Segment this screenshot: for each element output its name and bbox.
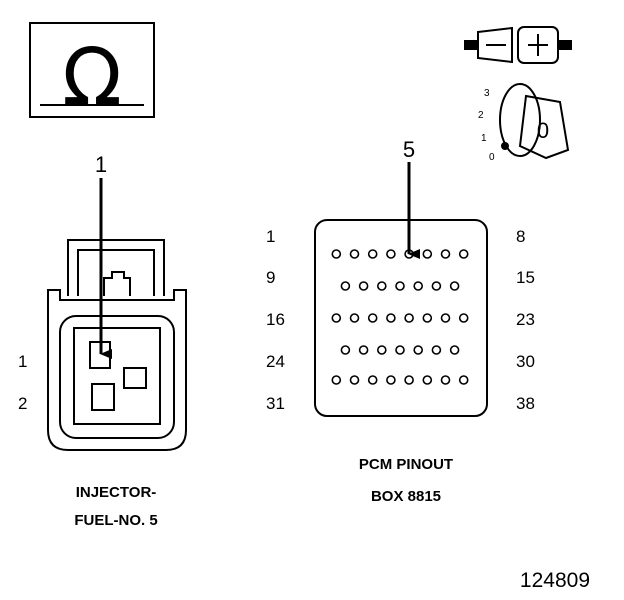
ohmmeter-icon: Ω (29, 22, 155, 123)
pcm-pin-15 (449, 281, 460, 291)
pcm-pin-20 (404, 313, 414, 323)
pcm-pin-19 (386, 313, 396, 323)
pcm-pin-26 (376, 345, 387, 355)
injector-pin-1-label: 1 (18, 352, 27, 371)
pcm-row-5-right-label: 38 (516, 394, 535, 413)
pcm-pin-36 (422, 375, 433, 385)
pcm-pin-21 (422, 313, 433, 323)
pcm-pin-9 (340, 281, 351, 291)
pcm-pin-22 (440, 313, 451, 323)
key-position-2: 2 (478, 110, 484, 121)
pcm-pin-27 (395, 345, 405, 355)
pcm-pin-25 (358, 345, 369, 355)
pcm-pin-34 (386, 375, 396, 385)
pcm-pin-3 (367, 249, 378, 259)
pcm-pin-4 (386, 249, 396, 259)
pcm-pin-38 (458, 375, 469, 385)
pcm-pin-23 (458, 313, 469, 323)
figure-number: 124809 (520, 569, 590, 592)
injector-callout-number: 1 (95, 152, 107, 177)
pcm-connector-body (314, 219, 488, 417)
key-position-1: 1 (481, 133, 487, 144)
key-position-0: 0 (489, 152, 495, 163)
key-position-0-label: 0 (537, 118, 549, 143)
pcm-pin-6 (422, 249, 433, 259)
injector-connector (47, 239, 187, 451)
pcm-row-5-left-label: 31 (266, 394, 285, 413)
pcm-row-3-right-label: 23 (516, 310, 535, 329)
pcm-row-3-left-label: 16 (266, 310, 285, 329)
pcm-caption-line1: PCM PINOUT (359, 456, 453, 473)
pcm-pin-10 (358, 281, 369, 291)
pcm-pin-31 (331, 375, 342, 385)
injector-pin-2-label: 2 (18, 394, 27, 413)
pcm-pin-17 (349, 313, 360, 323)
pcm-row-4-right-label: 30 (516, 352, 535, 371)
connector-disconnect-icon (464, 26, 572, 64)
pcm-pin-13 (413, 281, 424, 291)
pcm-pin-11 (376, 281, 387, 291)
pcm-pin-33 (367, 375, 378, 385)
injector-caption-line1: INJECTOR- (76, 484, 157, 501)
pcm-row-4-left-label: 24 (266, 352, 285, 371)
pcm-row-2-right-label: 15 (516, 268, 535, 287)
pcm-pin-37 (440, 375, 451, 385)
pcm-row-1-left-label: 1 (266, 227, 275, 246)
pcm-pin-8 (458, 249, 469, 259)
pcm-pin-18 (367, 313, 378, 323)
ohm-symbol: Ω (62, 33, 122, 123)
pcm-pin-14 (431, 281, 442, 291)
pcm-pin-28 (413, 345, 424, 355)
pcm-connector-pins (331, 249, 469, 385)
key-position-3: 3 (484, 88, 490, 99)
pcm-row-1-right-label: 8 (516, 227, 525, 246)
pcm-caption-line2: BOX 8815 (371, 488, 441, 505)
pcm-pin-7 (440, 249, 451, 259)
pcm-pin-24 (340, 345, 351, 355)
pcm-pin-2 (349, 249, 360, 259)
pcm-pin-30 (449, 345, 460, 355)
ignition-key-icon: 0 3 2 1 0 (478, 83, 570, 163)
injector-caption-line2: FUEL-NO. 5 (74, 512, 157, 529)
pcm-pin-12 (395, 281, 405, 291)
pcm-pin-35 (404, 375, 414, 385)
pcm-callout-number: 5 (403, 137, 415, 162)
pcm-pin-16 (331, 313, 342, 323)
pcm-row-2-left-label: 9 (266, 268, 275, 287)
pcm-pin-1 (331, 249, 342, 259)
pcm-pin-29 (431, 345, 442, 355)
pcm-pin-32 (349, 375, 360, 385)
